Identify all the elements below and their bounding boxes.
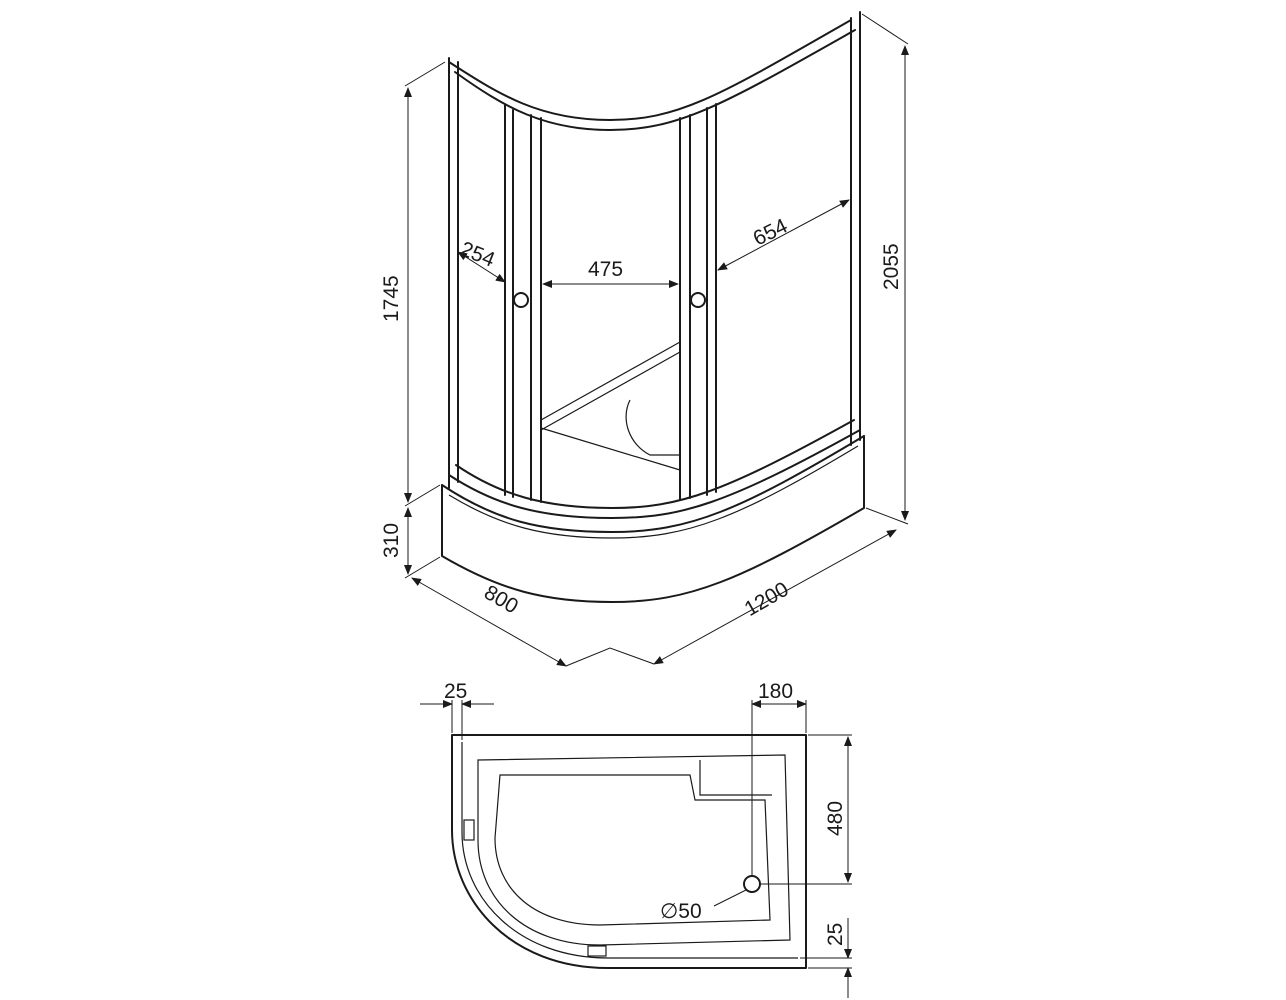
tray-inner-edge (448, 445, 859, 539)
right-door-handle (690, 292, 706, 308)
dim-25-bottom: 25 (824, 923, 847, 946)
top-rail-curved (448, 19, 852, 121)
basin-floor (494, 774, 771, 926)
dim-25-top: 25 (444, 680, 467, 703)
plan-handle-left (463, 819, 475, 841)
plan-view: 25 180 480 25 ∅50 (420, 680, 852, 998)
dim-1745: 1745 (380, 275, 403, 322)
top-rail-curved-inner (454, 29, 856, 131)
dim-1200: 1200 (741, 578, 793, 621)
dim-180: 180 (758, 680, 793, 703)
dim-480: 480 (824, 801, 847, 836)
left-post (448, 57, 459, 489)
right-door-frame (679, 103, 717, 501)
door-track (461, 742, 798, 959)
interior-floor (540, 427, 681, 471)
left-door-frame (504, 104, 542, 503)
dim-800: 800 (480, 581, 522, 618)
basin-inner (477, 754, 791, 946)
drain-hole (743, 875, 761, 893)
bottom-rail-curved (448, 429, 861, 519)
tray-outline (451, 734, 807, 969)
dim-310: 310 (380, 523, 403, 558)
seat-step (699, 760, 772, 796)
isometric-view: 254 475 654 1745 310 2055 800 1200 (380, 11, 909, 667)
dim-475: 475 (588, 258, 623, 281)
dim-654: 654 (750, 214, 792, 250)
dim-254: 254 (457, 237, 498, 272)
plan-handle-bottom (587, 945, 607, 957)
interior-seat (540, 341, 681, 456)
left-door-handle (513, 292, 529, 308)
right-post (850, 11, 861, 446)
dim-drain-diameter: ∅50 (660, 900, 702, 923)
dim-2055: 2055 (880, 243, 903, 290)
tray-top-edge (441, 435, 865, 533)
